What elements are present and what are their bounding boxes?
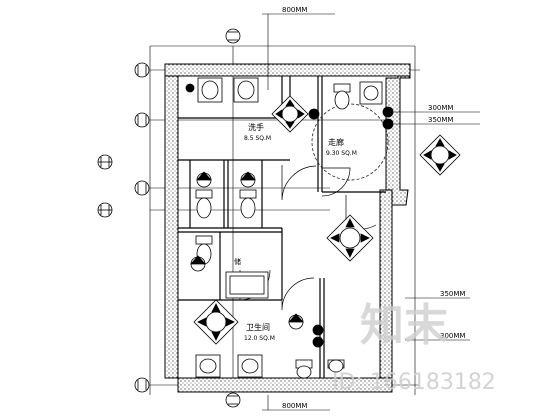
exterior-walls (164, 63, 411, 393)
room-labels: 洗手 8.5 SQ.M 走廊 9.30 SQ.M 储 卫生间 12.0 SQ.M (234, 122, 357, 342)
section-marker (312, 324, 324, 336)
sink-fixtures (195, 77, 383, 378)
dimension-label-right-4: 300MM (440, 332, 465, 340)
elevation-marker (271, 95, 309, 133)
section-marker (312, 336, 324, 348)
room-name: 洗手 (248, 122, 264, 132)
elevation-marker (326, 214, 374, 262)
axis-bubble-left-5 (97, 154, 113, 170)
section-marker (190, 255, 206, 272)
room-area: 8.5 SQ.M (244, 135, 271, 142)
turning-circle (311, 103, 389, 181)
section-marker (196, 171, 212, 188)
axis-bubble-left-4 (134, 377, 150, 393)
watermark-logo: 知末 (360, 300, 448, 351)
leader-lines (262, 13, 480, 411)
dimension-label-bottom: 800MM (282, 402, 307, 410)
room-name: 卫生间 (246, 322, 270, 332)
axis-bubble-left-2 (134, 112, 150, 128)
elevation-markers (193, 95, 461, 345)
dimension-label-right-3: 350MM (440, 290, 465, 298)
section-marker (185, 83, 195, 93)
watermark-id: ID: 166183182 (332, 370, 496, 395)
axis-bubble-left-1 (134, 62, 150, 78)
elevation-marker (419, 134, 461, 176)
axis-bubble-bottom (225, 392, 241, 408)
elevation-marker (193, 299, 239, 345)
room-name: 储 (234, 257, 241, 266)
dimension-label-right-1: 300MM (428, 104, 453, 112)
room-area: 12.0 SQ.M (244, 335, 275, 342)
room-area: 9.30 SQ.M (326, 150, 357, 157)
dimension-label-right-2: 350MM (428, 116, 453, 124)
toilet-fixtures (195, 83, 351, 379)
axis-bubble-left-3 (134, 180, 150, 196)
axis-bubble-left-6 (97, 202, 113, 218)
dimension-label-top: 800MM (282, 6, 307, 14)
storage-fixture (225, 271, 269, 299)
axis-bubble-top (225, 28, 241, 44)
section-marker (240, 171, 256, 188)
room-name: 走廊 (328, 137, 344, 147)
dimension-labels: 800MM 800MM 300MM 350MM 350MM 300MM (282, 6, 465, 410)
section-marker (288, 313, 304, 330)
axis-bubbles (97, 28, 241, 408)
section-marker (308, 108, 320, 120)
watermark: 知末 ID: 166183182 (332, 300, 496, 395)
section-markers (185, 83, 394, 348)
